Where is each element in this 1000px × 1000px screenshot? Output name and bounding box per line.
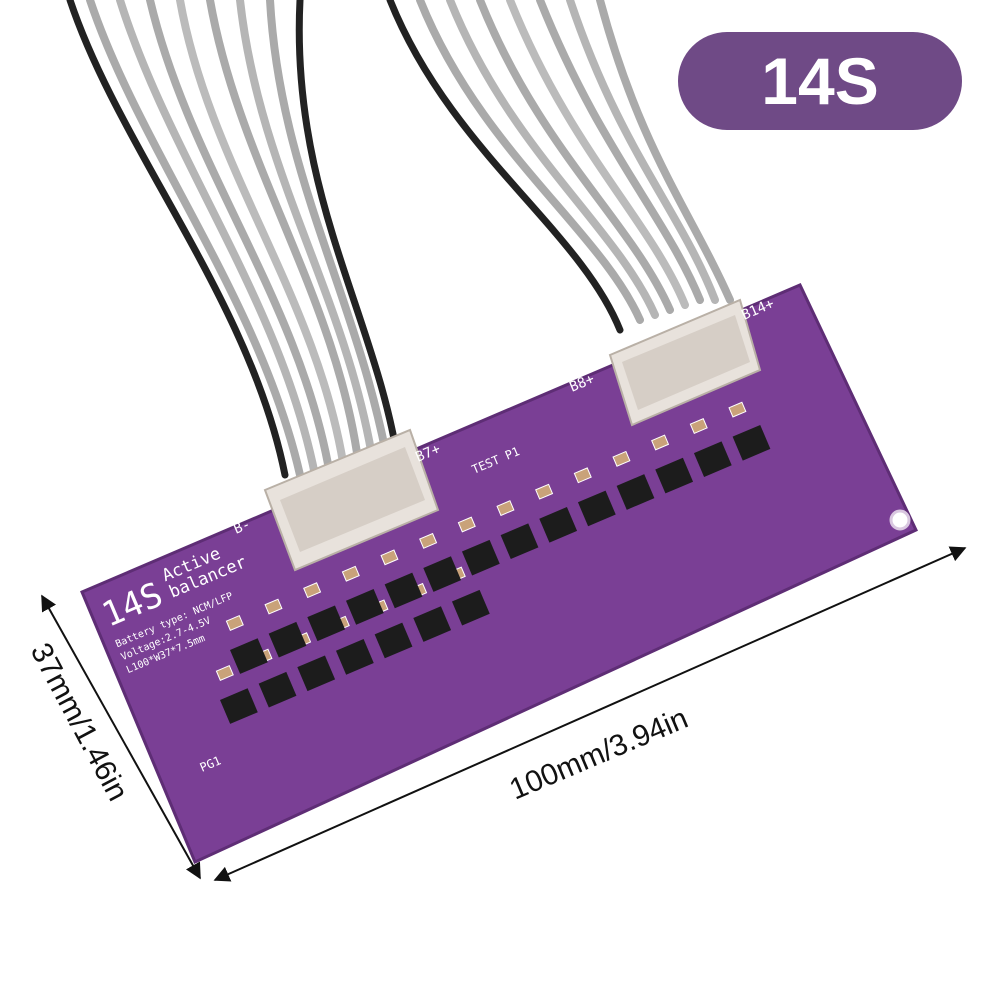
ic-chip — [693, 441, 732, 478]
capacitor — [496, 500, 515, 517]
ic-chip — [577, 490, 616, 527]
length-label: 100mm/3.94in — [505, 702, 693, 807]
capacitor — [689, 418, 708, 435]
wires-right — [386, 0, 734, 334]
ic-chip — [616, 474, 655, 510]
capacitor — [457, 516, 476, 533]
svg-text:B-: B- — [231, 516, 253, 537]
mounting-hole — [889, 509, 911, 531]
capacitor — [419, 532, 438, 549]
ic-chip — [539, 506, 578, 543]
series-badge: 14S — [678, 32, 962, 130]
capacitor — [612, 450, 631, 467]
length-dimension-arrow — [213, 546, 967, 882]
ic-chip — [732, 424, 771, 461]
capacitor — [573, 467, 592, 484]
ic-chip — [655, 457, 694, 494]
capacitor — [728, 401, 747, 418]
connector-left — [263, 428, 440, 572]
connector-right — [608, 298, 762, 427]
wires-left — [66, 0, 404, 479]
capacitor — [651, 434, 670, 451]
width-dimension-arrow — [41, 594, 201, 880]
capacitor — [535, 483, 554, 500]
